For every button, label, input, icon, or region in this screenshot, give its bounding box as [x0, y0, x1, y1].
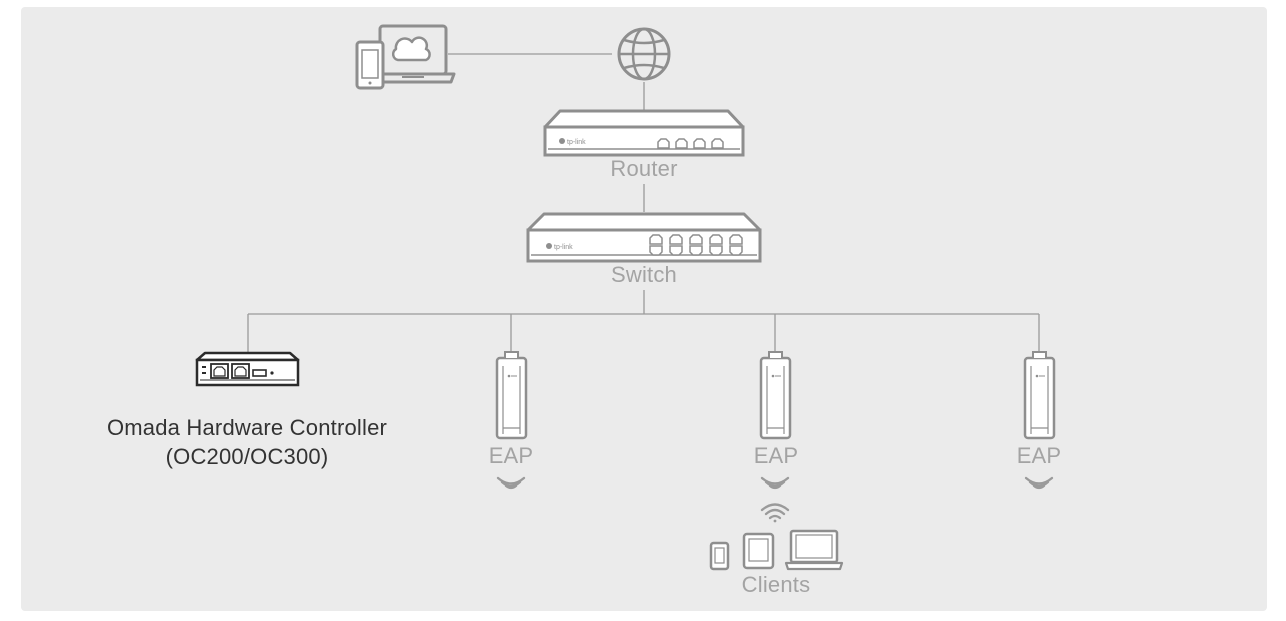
controller-label-line-1: Omada Hardware Controller: [106, 415, 388, 440]
tablet-icon: [742, 532, 775, 570]
eap-label-3: EAP: [1016, 443, 1062, 468]
eap-label-2: EAP: [753, 443, 799, 468]
wifi-icon-clients: [760, 503, 790, 523]
eap-icon-3: [1023, 351, 1056, 440]
internet-globe-icon: [617, 27, 671, 81]
router-brand-logo: tp-link: [559, 138, 586, 146]
switch-brand-logo: tp-link: [546, 243, 573, 251]
switch-label: Switch: [611, 262, 677, 287]
phone-icon: [709, 541, 730, 571]
svg-text:tp-link: tp-link: [554, 244, 573, 251]
laptop-icon: [784, 529, 844, 571]
cloud-devices-icon: [355, 24, 456, 90]
router-icon: tp-link: [543, 109, 745, 157]
router-label: Router: [610, 156, 678, 181]
eap-icon-1: [495, 351, 528, 440]
switch-icon: tp-link: [526, 212, 762, 263]
wifi-icon-eap-3: [1024, 476, 1054, 490]
controller-label: Omada Hardware Controller (OC200/OC300): [107, 413, 387, 471]
connection-lines: [247, 53, 1040, 354]
eap-label-1: EAP: [488, 443, 534, 468]
controller-label-line-2: (OC200/OC300): [165, 444, 329, 469]
switch-ports: [649, 234, 743, 256]
svg-text:tp-link: tp-link: [567, 139, 586, 146]
wifi-icon-eap-1: [496, 476, 526, 490]
controller-icon: [195, 351, 300, 387]
eap-icon-2: [759, 351, 792, 440]
wifi-icon-eap-2: [760, 476, 790, 490]
clients-label: Clients: [741, 572, 811, 597]
